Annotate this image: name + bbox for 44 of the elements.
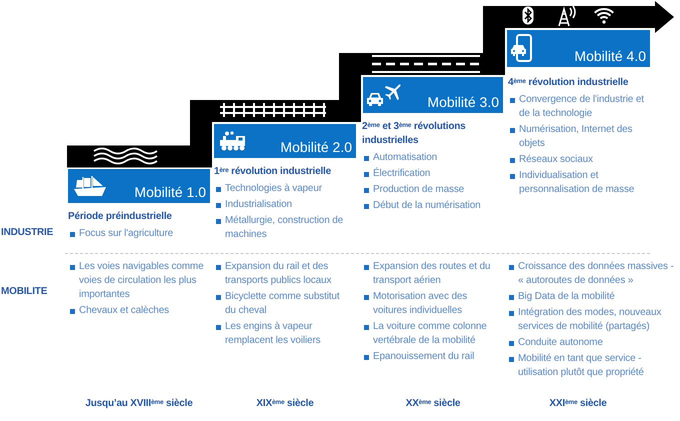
stage-title: Mobilité 1.0 [134, 184, 206, 200]
bullet-point: Production de masse [362, 183, 464, 197]
stage-title: Mobilité 4.0 [574, 48, 646, 64]
bullet-point: Conduite autonome [507, 336, 603, 350]
bullet-point: Expansion des routes et du transport aérien [362, 260, 497, 288]
section-heading: 4$^{ème}$ révolution industrielle [508, 76, 628, 90]
bullet-point: Réseaux sociaux [508, 153, 593, 167]
row-label: INDUSTRIE [1, 226, 54, 239]
section-heading: 1$^{ère}$ révolution industrielle [214, 165, 331, 179]
bullet-point: Individualisation et personnalisation de masse [508, 169, 650, 197]
bullet-point: Bicyclette comme substitut du cheval [214, 290, 350, 318]
bullet-point: Focus sur l'agriculture [68, 227, 174, 241]
century-label: XIX$^{ème}$ siècle [256, 397, 314, 411]
bullet-point: Epanouissement du rail [362, 350, 474, 364]
bullet-point: Automatisation [362, 151, 438, 165]
row-label: MOBILITE [1, 285, 48, 298]
stage-box [214, 124, 356, 158]
bullet-point: Les engins à vapeur remplacent les voiliers [214, 320, 350, 348]
bullet-point: Numérisation, Internet des objets [508, 123, 650, 151]
stage-title: Mobilité 2.0 [280, 139, 352, 155]
bullet-point: Mobilité en tant que service - utilisation plutôt que propriété [507, 352, 679, 380]
bullet-point: Électrification [362, 167, 430, 181]
bullet-point: Technologies à vapeur [214, 182, 322, 196]
section-heading: Période préindustrielle [68, 210, 172, 224]
stage-box [507, 30, 650, 67]
stage-title: Mobilité 3.0 [427, 94, 499, 110]
stage-box [363, 77, 503, 113]
century-label: XX$^{ème}$ siècle [406, 397, 460, 411]
bullet-point: Croissance des données massives - « autoroutes de données » [507, 260, 679, 288]
bullet-point: Big Data de la mobilité [507, 290, 615, 304]
bullet-point: Industrialisation [214, 198, 292, 212]
bullet-point: Chevaux et calèches [68, 304, 169, 318]
bullet-point: Métallurgie, construction de machines [214, 214, 350, 242]
bullet-point: La voiture comme colonne vertébrale de la mobilité [362, 320, 497, 348]
century-label: XXI$^{ème}$ siècle [549, 397, 607, 411]
bullet-point: Expansion du rail et des transports publics locaux [214, 260, 350, 288]
stage-box [68, 169, 210, 203]
bullet-point: Intégration des modes, nouveaux services de mobilité (partagés) [507, 306, 679, 334]
bullet-point: Début de la numérisation [362, 199, 481, 213]
section-heading: 2$^{ème}$ et 3$^{ème}$ révolutions industrielles [362, 120, 467, 148]
century-label: Jusqu’au XVIII$^{ème}$ siècle [85, 397, 193, 411]
bullet-point: Motorisation avec des voitures individuelles [362, 290, 497, 318]
bullet-point: Les voies navigables comme voies de circulation les plus importantes [68, 260, 210, 302]
bullet-point: Convergence de l'industrie et de la technologie [508, 93, 650, 121]
